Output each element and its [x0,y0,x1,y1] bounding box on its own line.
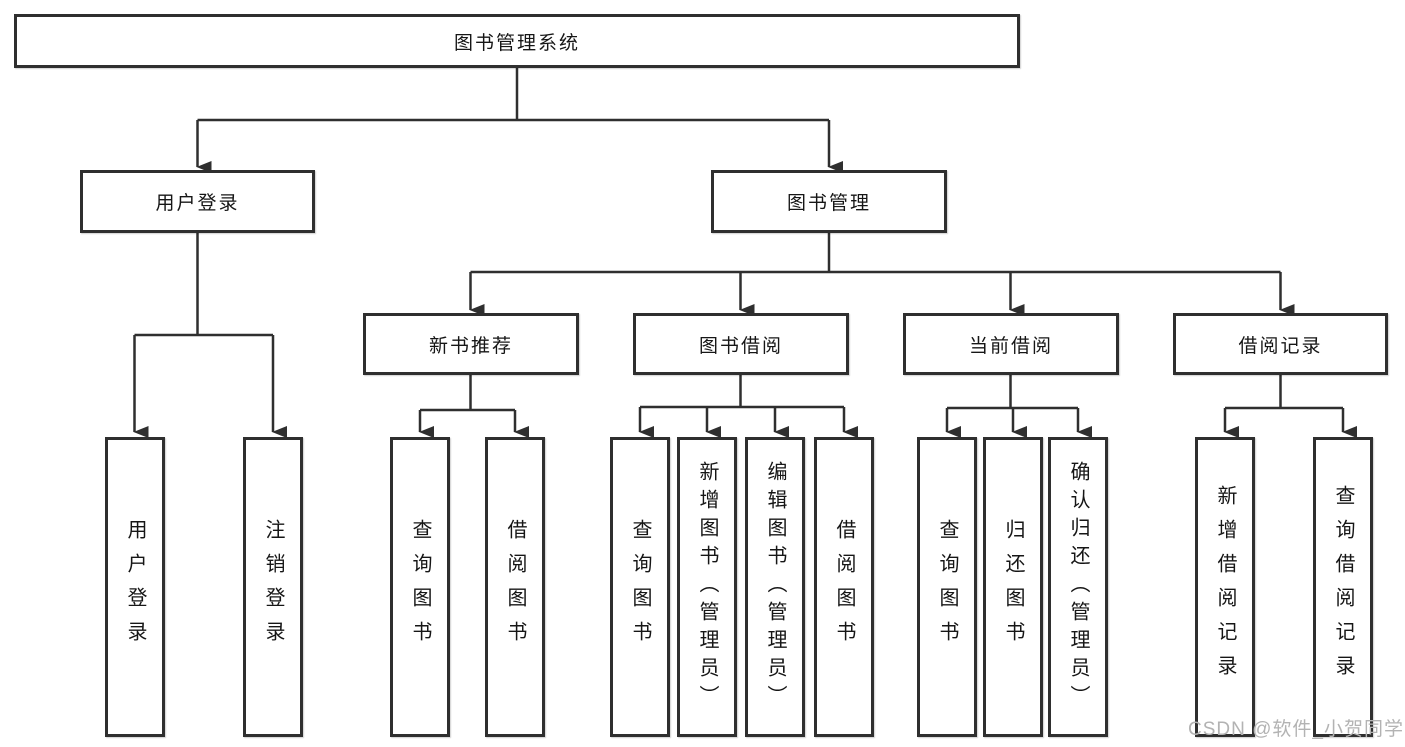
leaf-user-login: 用户登录 [105,437,165,737]
node-book-borrow: 图书借阅 [633,313,849,375]
node-label: 新增借阅记录 [1214,485,1236,689]
node-current-borrow: 当前借阅 [903,313,1119,375]
node-label: 确认归还（管理员） [1067,461,1089,713]
leaf-query-books-current: 查询图书 [917,437,977,737]
node-label: 图书管理 [786,193,871,214]
node-label: 编辑图书（管理员） [764,461,786,713]
node-label: 新书推荐 [428,335,513,357]
node-label: 查询图书 [409,519,431,655]
leaf-return-books: 归还图书 [983,437,1043,737]
leaf-logout: 注销登录 [243,437,303,737]
leaf-query-borrow-record: 查询借阅记录 [1313,437,1373,737]
node-label: 新增图书（管理员） [696,461,718,713]
node-user-login: 用户登录 [80,170,315,233]
leaf-query-books-recommend: 查询图书 [390,437,450,737]
node-label: 查询借阅记录 [1332,485,1354,689]
node-label: 查询图书 [936,519,958,655]
leaf-confirm-return-admin: 确认归还（管理员） [1048,437,1108,737]
node-label: 查询图书 [629,519,651,655]
node-label: 当前借阅 [968,335,1053,357]
node-label: 借阅图书 [504,519,526,655]
leaf-borrow-books-recommend: 借阅图书 [485,437,545,737]
leaf-edit-books-admin: 编辑图书（管理员） [745,437,805,737]
node-book-management: 图书管理 [711,170,947,233]
csdn-watermark: CSDN @软件_小贺同学 [1188,719,1404,740]
node-label: 用户登录 [124,519,146,655]
leaf-add-books-admin: 新增图书（管理员） [677,437,737,737]
node-label: 注销登录 [262,519,284,655]
node-label: 图书借阅 [698,335,783,357]
node-label: 图书管理系统 [453,32,580,54]
leaf-add-borrow-record: 新增借阅记录 [1195,437,1255,737]
node-label: 借阅图书 [833,519,855,655]
leaf-borrow-books: 借阅图书 [814,437,874,737]
node-new-book-recommend: 新书推荐 [363,313,579,375]
node-label: 借阅记录 [1238,335,1323,357]
node-library-system: 图书管理系统 [14,14,1020,68]
node-borrow-records: 借阅记录 [1173,313,1388,375]
node-label: 归还图书 [1002,519,1024,655]
leaf-query-books-borrow: 查询图书 [610,437,670,737]
node-label: 用户登录 [155,193,240,214]
